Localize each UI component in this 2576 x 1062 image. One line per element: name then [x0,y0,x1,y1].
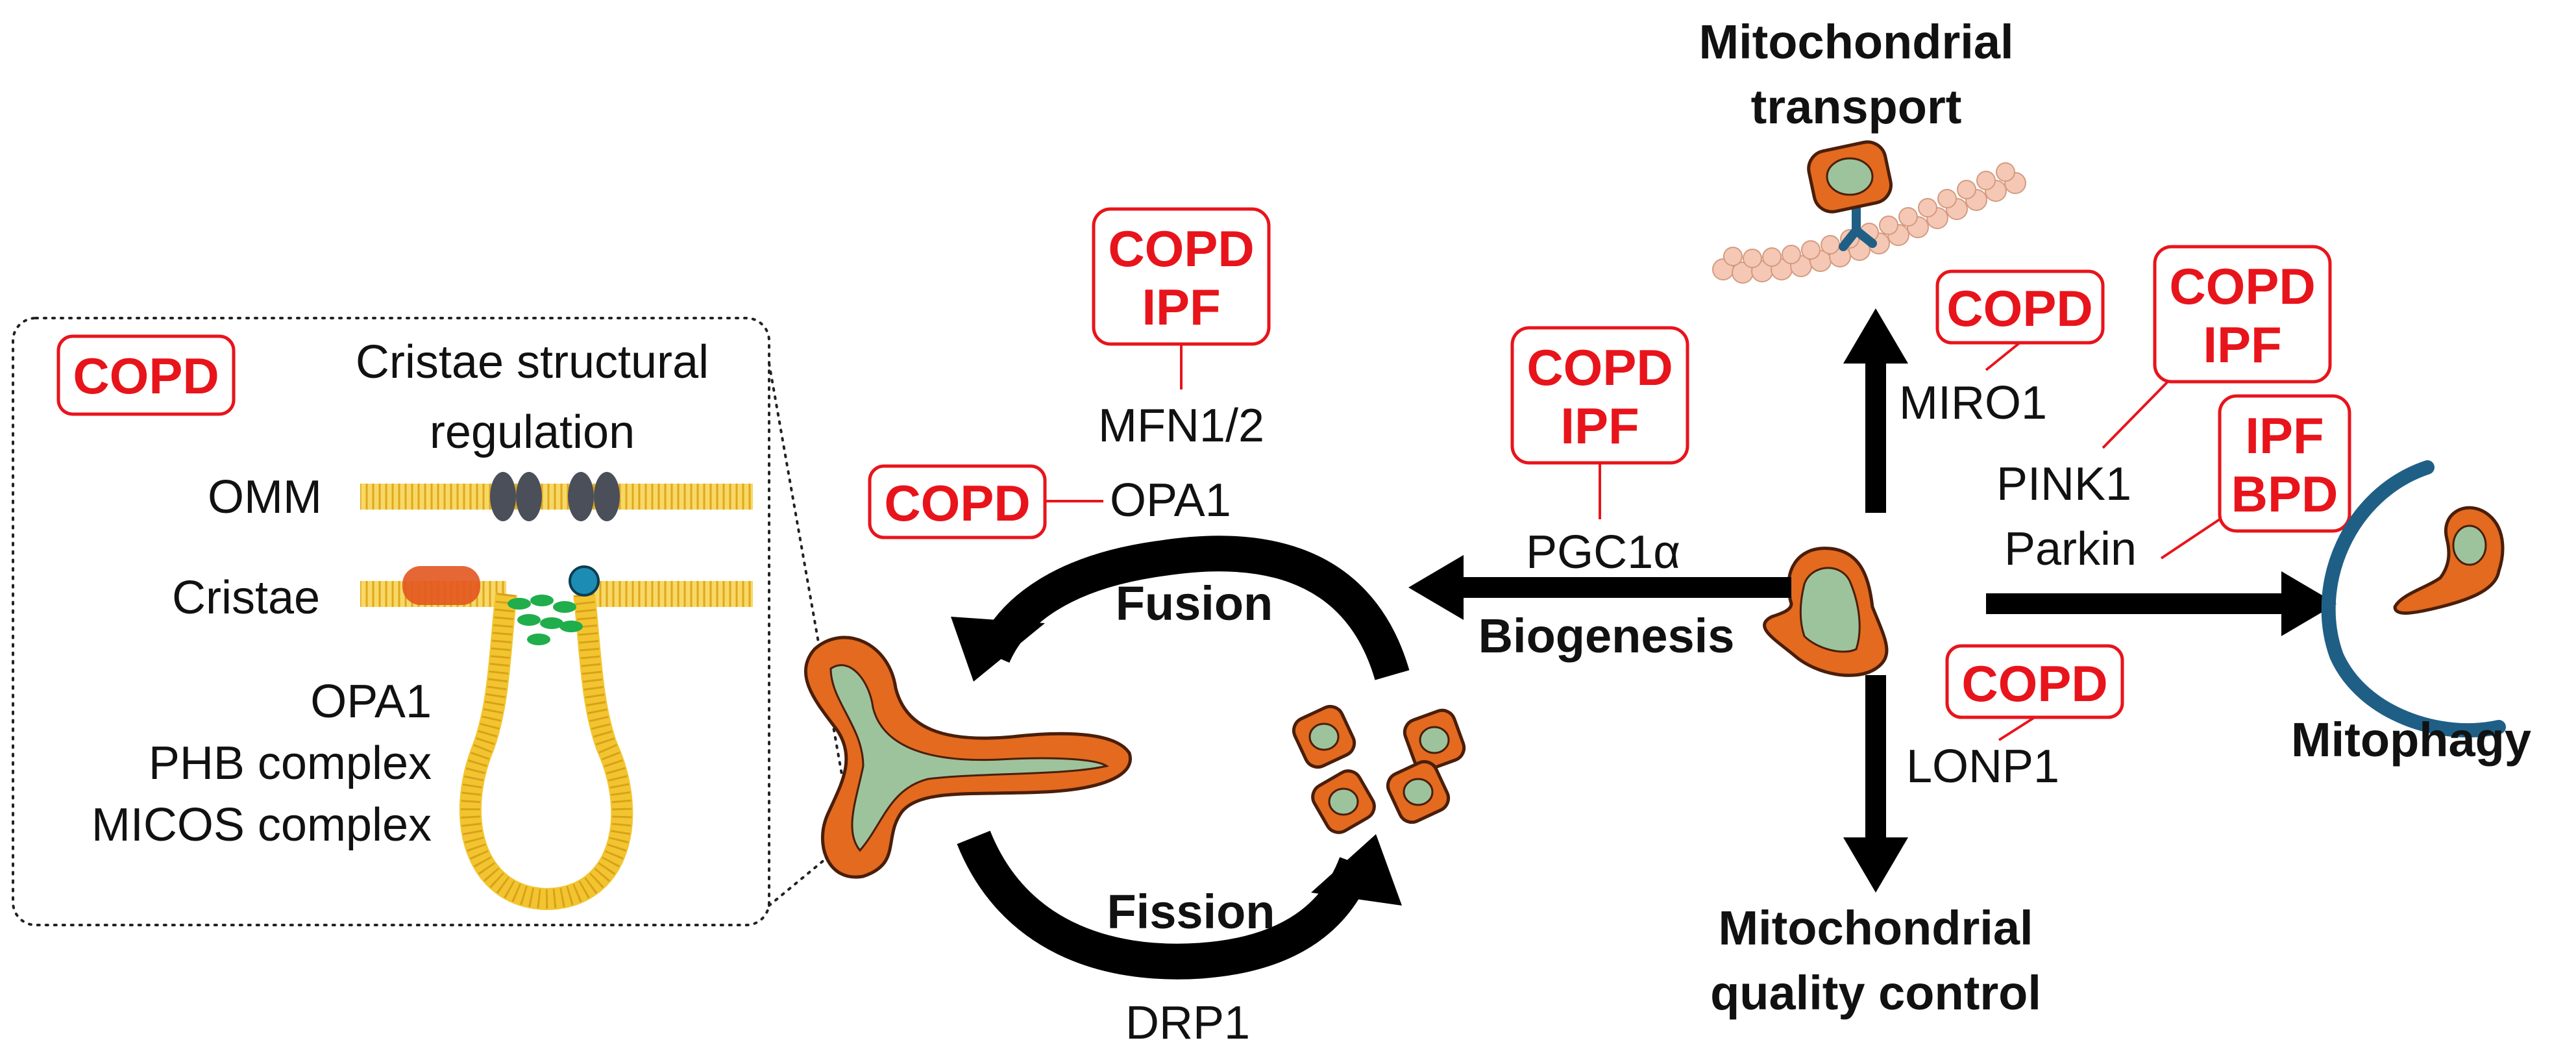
porin-4 [594,472,620,521]
mitophagy-arrowhead [2281,571,2337,636]
mitophagy-title: Mitophagy [2291,713,2531,767]
transport-arrowhead [1843,308,1908,364]
fused-mitochondrion [804,636,1132,879]
transported-mitochondrion-matrix [1826,157,1874,196]
fusion-tag-line1: COPD [1108,220,1254,277]
porin-3 [568,472,594,521]
transport-section: Mitochondrial transport COPD MIRO1 [1699,15,2105,429]
transport-title-line2: transport [1751,80,1962,134]
fission-arrowhead [1311,834,1402,906]
quality-control-arrowhead [1843,837,1908,893]
pink1-tag-line2: IPF [2203,316,2281,373]
fusion-arrowhead [951,617,1045,682]
quality-control-title-line1: Mitochondrial [1718,901,2033,955]
pgc1a-label: PGC1α [1526,526,1680,578]
mfn-label: MFN1/2 [1098,400,1264,452]
autophagosome [2321,460,2506,738]
cristae-label: Cristae [172,572,320,624]
biogenesis-title: Biogenesis [1478,609,1735,663]
biogenesis-tag-line1: COPD [1527,339,1673,396]
porin-2 [516,472,542,521]
fission-arrow [957,830,1373,980]
omm-label: OMM [208,471,322,523]
fragmented-mitochondria [1292,704,1466,834]
cristae-membrane-right [584,581,753,607]
cristae-loop [459,593,633,911]
lonp1-tag-connector [1998,716,2036,741]
parkin-tag-connector [2160,518,2221,560]
phb-complex [402,566,480,605]
opa1-tag: COPD [884,475,1030,532]
omm-membrane [360,484,753,510]
engulfed-mitochondrion [2393,506,2505,615]
inset-title-line1: Cristae structural [356,336,709,388]
fusion-title: Fusion [1116,576,1273,630]
parkin-tag-line1: IPF [2245,407,2324,464]
transport-tag-box [1935,269,2105,345]
parkin-label: Parkin [2004,523,2137,575]
transport-title-line1: Mitochondrial [1699,15,2013,69]
fusion-fission-cycle: Fusion Fission DRP1 COPD IPF MFN1/2 COPD… [804,207,1466,1049]
inset-disease-tag: COPD [73,347,219,404]
parkin-tag-box [2218,394,2351,533]
opa1-complex [508,595,583,645]
fusion-arrow [976,536,1410,681]
miro1-label: MIRO1 [1899,377,2047,429]
quality-control-title-line2: quality control [1710,966,2041,1020]
central-hub [1408,308,2337,893]
opa1-label: OPA1 [1110,475,1231,526]
pink1-label: PINK1 [1996,458,2131,510]
pink1-tag-box [2153,245,2332,384]
lonp1-label: LONP1 [1906,741,2059,793]
micos-legend: MICOS complex [92,799,432,851]
phb-legend: PHB complex [149,737,432,789]
fission-title: Fission [1107,885,1275,939]
quality-control-section: COPD LONP1 Mitochondrial quality control [1710,644,2124,1020]
porin-1 [490,472,516,521]
cristae-inset: COPD Cristae structural regulation OMM C… [12,317,845,926]
pink1-tag-connector [2102,380,2169,449]
fused-mitochondrion-cristae [829,664,1109,852]
opa1-legend: OPA1 [310,676,432,728]
central-mitochondrion-matrix [1799,567,1861,653]
lonp1-tag: COPD [1961,655,2107,712]
inset-border [12,317,770,926]
pink1-tag-line1: COPD [2169,258,2315,315]
drp1-label: DRP1 [1125,997,1250,1049]
parkin-tag-line2: BPD [2231,465,2338,523]
zoom-line-bottom [768,843,845,907]
biogenesis-section: Biogenesis PGC1α COPD IPF [1478,326,1735,663]
fusion-tag-line2: IPF [1142,278,1220,336]
engulfed-mitochondrion-matrix [2452,525,2487,566]
biogenesis-arrowhead [1408,555,1464,620]
inset-disease-tag-box [56,334,236,416]
transport-tag-connector [1985,341,2021,371]
micos-complex [569,565,600,597]
mitophagy-section: COPD IPF IPF BPD PINK1 Parkin Mitophagy [1996,245,2531,767]
transport-tag: COPD [1946,280,2092,337]
microtubule [1712,162,2026,284]
inset-title-line2: regulation [430,406,635,458]
biogenesis-tag-line2: IPF [1560,397,1639,454]
